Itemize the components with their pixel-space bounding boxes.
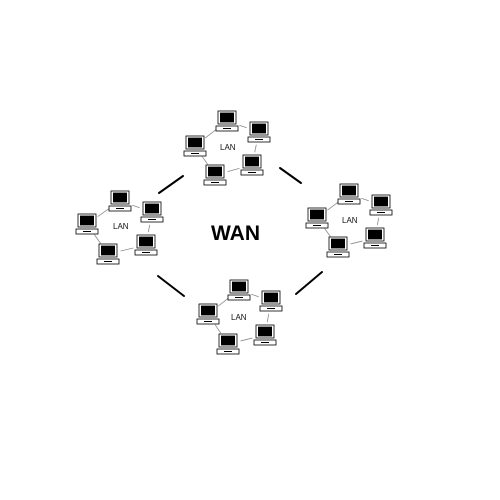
computer-icon: [96, 243, 120, 265]
lan-link: [254, 144, 257, 153]
lan-group-right: LAN: [305, 183, 393, 258]
wan-link-top-right: [279, 167, 302, 184]
lan-nodes: [183, 110, 271, 186]
monitor-screen: [139, 236, 153, 247]
lan-nodes: [305, 183, 393, 258]
lan-link: [327, 201, 339, 211]
lan-group-top: LAN: [183, 110, 271, 186]
computer-icon: [203, 164, 227, 186]
monitor-screen: [264, 292, 278, 303]
monitor-screen: [80, 215, 94, 226]
monitor-screen: [258, 326, 272, 337]
computer-icon: [253, 324, 277, 346]
lan-link: [251, 293, 259, 298]
lan-links: [324, 197, 380, 245]
computer-icon: [183, 135, 207, 157]
lan-links: [202, 124, 257, 172]
wan-link-top-left: [158, 175, 184, 194]
lan-link: [120, 247, 134, 252]
monitor-screen: [208, 166, 222, 177]
lan-link: [350, 240, 363, 245]
lan-link: [204, 128, 218, 139]
computer-icon: [305, 207, 329, 229]
wan-links: [157, 167, 323, 297]
lan-link: [376, 217, 380, 226]
monitor-screen: [221, 335, 235, 346]
lan-label: LAN: [113, 222, 129, 231]
computer-icon: [259, 290, 283, 312]
lan-link: [202, 156, 208, 165]
lan-link: [147, 224, 151, 233]
wan-link-bottom-left: [157, 275, 185, 297]
lan-link: [240, 337, 253, 342]
lan-label: LAN: [220, 143, 236, 152]
monitor-screen: [374, 196, 388, 207]
lan-links: [214, 293, 270, 342]
lan-link: [94, 234, 101, 244]
computer-icon: [216, 333, 240, 355]
lan-label: LAN: [342, 216, 358, 225]
lan-link: [239, 124, 247, 129]
lan-link: [227, 168, 240, 172]
lan-link: [218, 297, 229, 307]
monitor-screen: [113, 192, 127, 203]
lan-link: [132, 204, 140, 209]
computer-icon: [247, 121, 271, 143]
lan-link: [324, 228, 331, 237]
computer-icon: [363, 227, 387, 249]
monitor-screen: [188, 137, 202, 148]
lan-group-left: LAN: [75, 190, 164, 265]
computer-icon: [75, 213, 99, 235]
lan-link: [266, 313, 270, 323]
monitor-screen: [201, 305, 215, 316]
lan-label: LAN: [231, 313, 247, 322]
lan-nodes: [75, 190, 164, 265]
lan-group-bottom: LAN: [196, 279, 283, 355]
computer-icon: [240, 154, 264, 176]
computer-icon: [337, 183, 361, 205]
monitor-screen: [220, 112, 234, 123]
monitor-screen: [245, 156, 259, 167]
wan-label: WAN: [211, 222, 260, 245]
computer-icon: [108, 190, 132, 212]
monitor-screen: [101, 245, 115, 256]
computer-icon: [134, 234, 158, 256]
computer-icon: [215, 110, 239, 132]
lan-nodes: [196, 279, 283, 355]
computer-icon: [227, 279, 251, 301]
computer-icon: [369, 194, 393, 216]
monitor-screen: [331, 238, 345, 249]
monitor-screen: [232, 281, 246, 292]
computer-icon: [196, 303, 220, 325]
lan-link: [214, 324, 222, 334]
lan-link: [97, 208, 110, 217]
wan-link-bottom-right: [295, 271, 323, 295]
monitor-screen: [145, 203, 159, 214]
lan-links: [94, 204, 151, 252]
monitor-screen: [342, 185, 356, 196]
lan-link: [361, 197, 369, 202]
monitor-screen: [368, 229, 382, 240]
monitor-screen: [310, 209, 324, 220]
computer-icon: [140, 201, 164, 223]
monitor-screen: [252, 123, 266, 134]
computer-icon: [326, 236, 350, 258]
